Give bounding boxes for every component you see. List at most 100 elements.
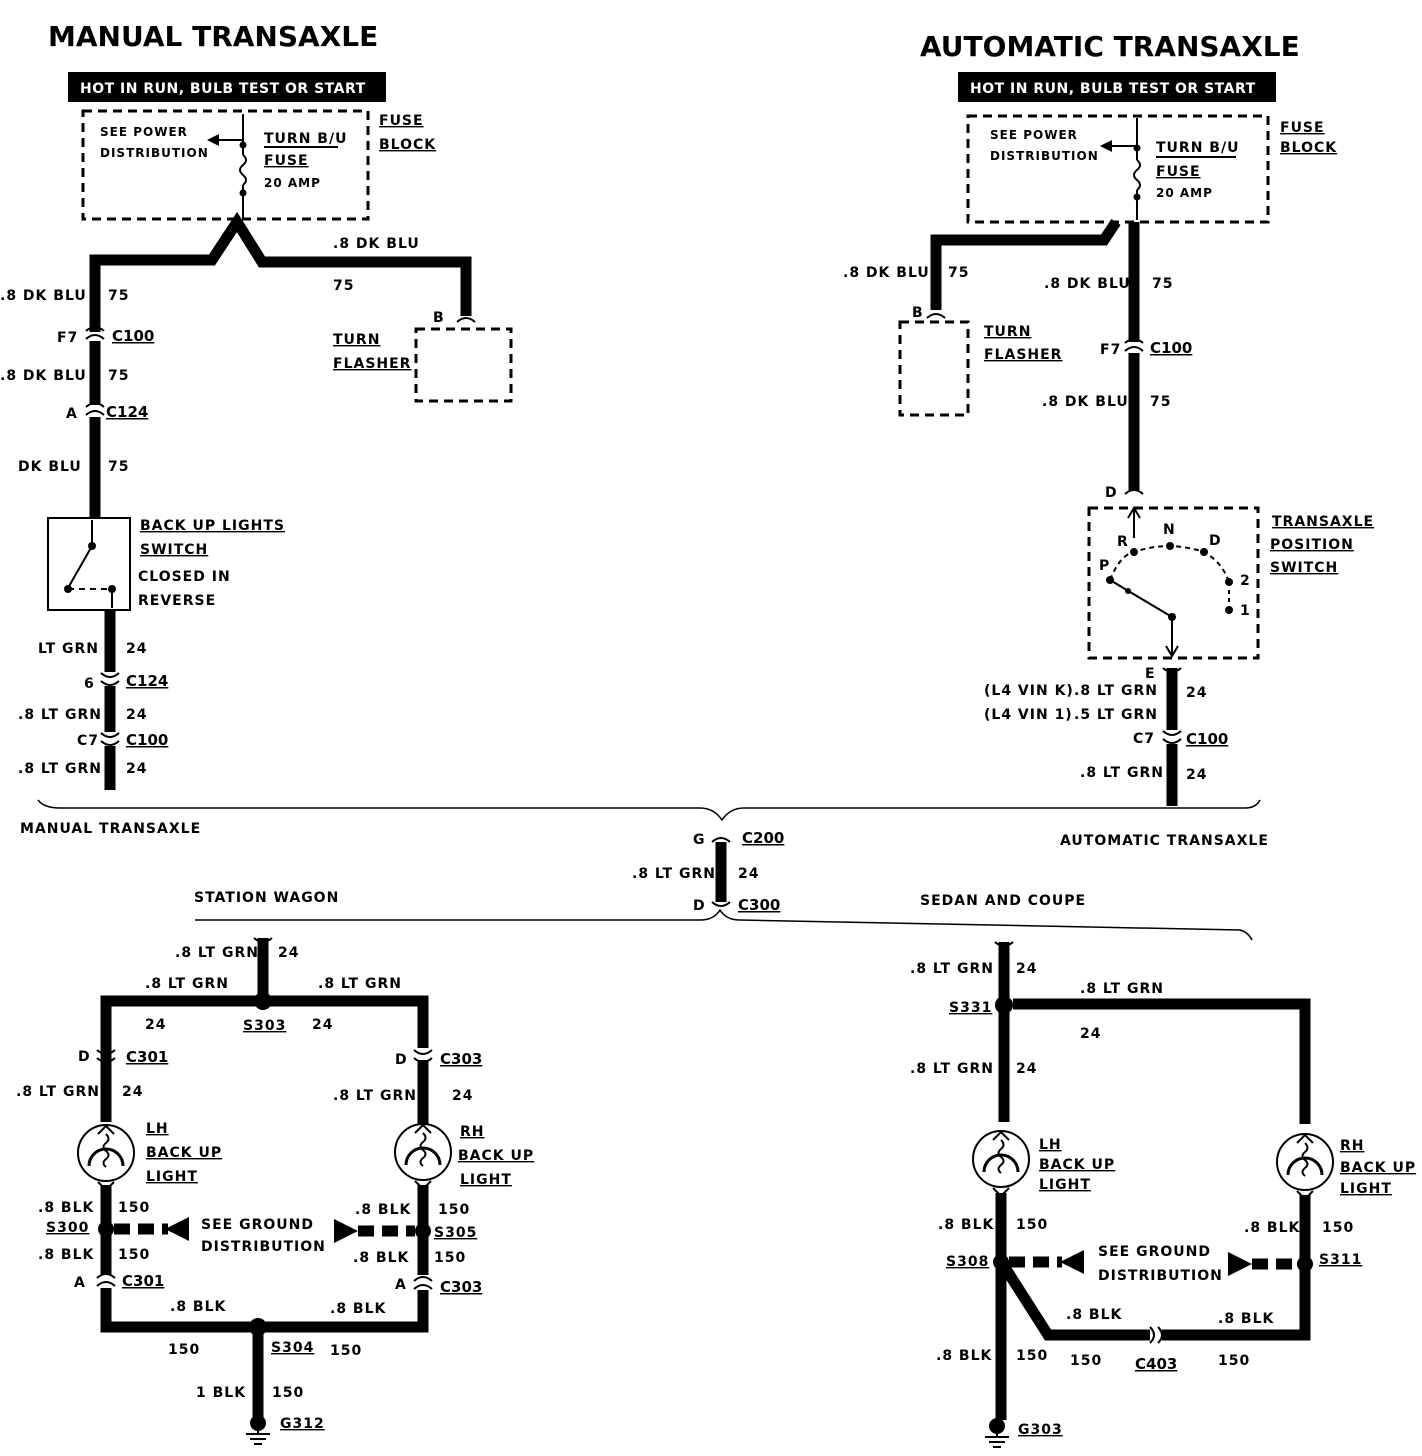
connector-pin: B <box>912 305 924 321</box>
circuit-number: 24 <box>278 945 299 961</box>
circuit-number: 75 <box>1152 276 1173 292</box>
connector-icon <box>85 326 105 340</box>
splice-label: S331 <box>949 1000 992 1016</box>
circuit-number: 150 <box>168 1342 200 1358</box>
wire-label: .5 LT GRN <box>1074 707 1158 723</box>
wire-label: .8 LT GRN <box>18 761 102 777</box>
connector-label: C124 <box>106 403 148 421</box>
splice-dot <box>254 992 272 1010</box>
wire-label: 1 BLK <box>196 1385 246 1401</box>
connector-pin: D <box>1105 485 1118 501</box>
circuit-number: 24 <box>1016 961 1037 977</box>
body-style-brace <box>195 908 1253 941</box>
manual-title: MANUAL TRANSAXLE <box>48 20 378 53</box>
circuit-number: 75 <box>108 459 129 475</box>
arrow-left-icon <box>165 1217 189 1241</box>
fuse-icon <box>239 154 247 186</box>
splice-label: S300 <box>46 1220 89 1236</box>
connector-label: C100 <box>126 731 168 749</box>
connector-icon <box>96 1273 116 1287</box>
circuit-number: 24 <box>145 1017 166 1033</box>
connector-icon <box>711 837 731 843</box>
wire-label: .8 LT GRN <box>333 1088 417 1104</box>
circuit-number: 24 <box>126 761 147 777</box>
circuit-number: 24 <box>1016 1061 1037 1077</box>
position-switch-label: POSITION <box>1270 537 1354 553</box>
wire-label: .8 LT GRN <box>910 961 994 977</box>
position-label: N <box>1163 522 1176 538</box>
wire-label: .8 LT GRN <box>1080 981 1164 997</box>
station-wagon-section: .8 LT GRN 24 .8 LT GRN .8 LT GRN 24 S303… <box>16 937 533 1445</box>
connector-icon <box>1124 489 1144 495</box>
connector-label: C403 <box>1135 1355 1177 1373</box>
wire-label: .8 BLK <box>170 1299 227 1315</box>
rh-back-up-light-icon <box>394 1123 452 1191</box>
connector-pin: B <box>433 310 445 326</box>
switch-note: CLOSED IN <box>138 569 231 585</box>
circuit-number: 150 <box>1016 1217 1048 1233</box>
fuse-label: FUSE <box>1156 164 1201 180</box>
connector-label: C300 <box>738 896 780 914</box>
connector-icon <box>100 672 120 686</box>
circuit-number: 24 <box>122 1084 143 1100</box>
turn-flasher-box <box>898 320 970 417</box>
rh-back-up-light-icon <box>1276 1133 1334 1201</box>
brace-label: MANUAL TRANSAXLE <box>20 821 201 837</box>
wire-label: .8 BLK <box>1066 1307 1123 1323</box>
connector-label: C100 <box>1186 730 1228 748</box>
back-up-switch-box <box>47 517 131 611</box>
fuse-icon <box>1133 159 1141 191</box>
fuse-label: TURN B/U <box>1156 140 1239 156</box>
arrow-right-icon <box>334 1219 358 1243</box>
connector-icon <box>1124 338 1144 352</box>
circuit-number: 75 <box>108 368 129 384</box>
connector-pin: A <box>74 1275 86 1291</box>
hot-banner-text: HOT IN RUN, BULB TEST OR START <box>970 81 1256 97</box>
connector-label: C301 <box>126 1048 168 1066</box>
ground-label: G312 <box>280 1416 325 1432</box>
connector-label: C100 <box>112 327 154 345</box>
circuit-number: 24 <box>1080 1026 1101 1042</box>
switch-note: REVERSE <box>138 593 216 609</box>
circuit-number: 150 <box>438 1202 470 1218</box>
connector-icon <box>96 1049 116 1063</box>
connector-pin: C7 <box>77 733 99 749</box>
connector-pin: D <box>395 1052 408 1068</box>
blk-ground-wire <box>999 1263 1150 1341</box>
variant-label: (L4 VIN K) <box>984 683 1074 699</box>
connector-label: C100 <box>1150 339 1192 357</box>
circuit-number: 150 <box>118 1247 150 1263</box>
light-label: BACK UP <box>146 1145 222 1161</box>
wire-label: .8 DK BLU <box>1042 394 1129 410</box>
body-style-label: STATION WAGON <box>194 890 339 906</box>
connector-icon <box>456 317 476 323</box>
circuit-number: 75 <box>948 265 969 281</box>
turn-flasher-box <box>414 327 513 403</box>
automatic-transaxle-section: AUTOMATIC TRANSAXLE HOT IN RUN, BULB TES… <box>843 30 1374 806</box>
wire-label: DK BLU <box>18 459 82 475</box>
connector-icon <box>413 1276 433 1290</box>
wire-label: .8 BLK <box>1218 1311 1275 1327</box>
variant-label: (L4 VIN 1) <box>984 707 1073 723</box>
circuit-number: 150 <box>272 1385 304 1401</box>
light-label: RH <box>460 1124 485 1140</box>
arrow-left-icon <box>1100 140 1112 152</box>
light-label: LH <box>146 1121 169 1137</box>
light-label: RH <box>1340 1138 1365 1154</box>
splice-label: S308 <box>946 1254 989 1270</box>
connector-pin: C7 <box>1133 731 1155 747</box>
light-label: LIGHT <box>1039 1177 1091 1193</box>
dk-blu-wire <box>930 218 1121 310</box>
position-switch-label: TRANSAXLE <box>1272 514 1374 530</box>
circuit-number: 150 <box>434 1250 466 1266</box>
circuit-number: 150 <box>1070 1353 1102 1369</box>
wire-label: .8 LT GRN <box>16 1084 100 1100</box>
wire-label: .8 DK BLU <box>1044 276 1131 292</box>
wire-label: .8 BLK <box>1244 1220 1301 1236</box>
connector-pin: A <box>395 1277 407 1293</box>
fuse-amp-label: 20 AMP <box>1156 186 1213 200</box>
fuse-block-label: BLOCK <box>379 137 436 153</box>
circuit-number: 24 <box>452 1088 473 1104</box>
wire-label: .8 BLK <box>353 1250 410 1266</box>
fuse-block-label: FUSE <box>1280 120 1325 136</box>
